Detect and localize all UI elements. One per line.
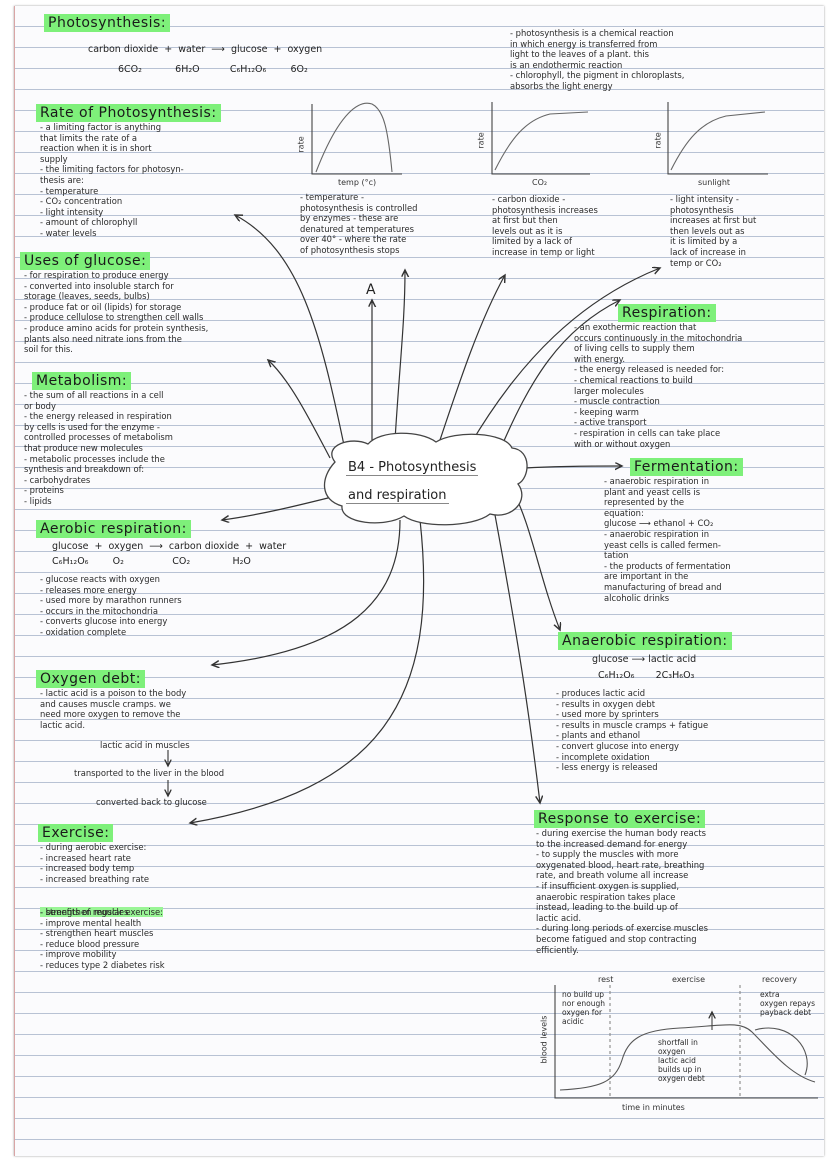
aerobic-equation-symbols: C₆H₁₂O₆ O₂ CO₂ H₂O: [52, 556, 251, 567]
center-topic: B4 - Photosynthesis and respiration: [340, 448, 520, 520]
arrow-to-rate: [235, 215, 346, 451]
photosynthesis-equation-words: carbon dioxide + water ⟶ glucose + oxyge…: [88, 44, 323, 55]
metabolism-notes: - the sum of all reactions in a cell or …: [24, 390, 173, 506]
anaerobic-title: Anaerobic respiration:: [558, 632, 732, 650]
light-graph-xlabel: sunlight: [698, 178, 731, 187]
oxygen-debt-flow-step-3: converted back to glucose: [96, 797, 207, 807]
metabolism-section: Metabolism:: [32, 370, 132, 390]
respiration-notes: - an exothermic reaction that occurs con…: [574, 322, 743, 449]
exercise-title: Exercise:: [38, 824, 114, 842]
rate-title: Rate of Photosynthesis:: [36, 104, 221, 122]
response-graph-phase-exercise: exercise: [672, 975, 706, 984]
rate-notes: - a limiting factor is anything that lim…: [40, 122, 184, 238]
respiration-title: Respiration:: [618, 304, 716, 322]
arrow-to-light-graph: [469, 268, 660, 446]
oxygen-debt-notes: - lactic acid is a poison to the body an…: [40, 688, 187, 730]
photosynthesis-title: Photosynthesis:: [44, 14, 171, 32]
fermentation-title: Fermentation:: [630, 458, 743, 476]
fermentation-section: Fermentation:: [630, 456, 743, 476]
response-graph-exercise-note: shortfall in oxygen lactic acid builds u…: [658, 1038, 705, 1083]
response-graph: [554, 985, 818, 1099]
temp-graph-caption: - temperature - photosynthesis is contro…: [300, 192, 418, 255]
arrow-to-response: [494, 514, 540, 803]
anaerobic-notes: - produces lactic acid - results in oxyg…: [556, 688, 709, 773]
response-section: Response to exercise:: [534, 808, 706, 828]
response-graph-rest-note: no build up nor enough oxygen for acidic: [562, 990, 606, 1026]
uses-section: Uses of glucose:: [20, 250, 151, 270]
exercise-benefits-heading: - benefits of regular exercise:: [40, 906, 163, 917]
response-graph-phase-recovery: recovery: [762, 975, 798, 984]
oxygen-debt-flow-step-1: lactic acid in muscles: [100, 740, 190, 750]
anaerobic-equation-words: glucose ⟶ lactic acid: [592, 654, 697, 665]
arrow-to-co2-graph: [439, 275, 505, 441]
arrow-to-exercise: [190, 519, 425, 823]
light-graph-caption: - light intensity - photosynthesis incre…: [670, 194, 757, 268]
exercise-section: Exercise:: [38, 822, 114, 842]
rate-section: Rate of Photosynthesis:: [36, 102, 221, 122]
margin-line: [14, 6, 15, 1156]
co2-graph-xlabel: CO₂: [532, 178, 548, 187]
aerobic-title: Aerobic respiration:: [36, 520, 191, 538]
response-graph-phase-rest: rest: [598, 975, 614, 984]
co2-graph-caption: - carbon dioxide - photosynthesis increa…: [492, 194, 598, 257]
metabolism-title: Metabolism:: [32, 372, 132, 390]
arrow-to-aerobic: [222, 494, 341, 520]
exercise-benefits-title: - benefits of regular exercise:: [40, 896, 280, 918]
aerobic-section: Aerobic respiration:: [36, 518, 191, 538]
arrow-to-metabolism: [268, 360, 331, 459]
anaerobic-section: Anaerobic respiration:: [558, 630, 732, 650]
light-graph-ylabel: rate: [653, 132, 663, 149]
temp-graph-xlabel: temp (°c): [338, 178, 377, 187]
response-title: Response to exercise:: [534, 810, 706, 828]
light-graph: [667, 102, 768, 175]
co2-graph: [491, 102, 590, 175]
response-notes: - during exercise the human body reacts …: [536, 828, 709, 955]
anaerobic-equation-symbols: C₆H₁₂O₆ 2C₃H₆O₃: [598, 670, 695, 681]
photosynthesis-notes: - photosynthesis is a chemical reaction …: [510, 28, 685, 91]
fermentation-notes: - anaerobic respiration in plant and yea…: [604, 476, 731, 603]
arrow-to-fermentation: [524, 466, 622, 468]
lined-paper: [14, 6, 824, 1156]
co2-graph-ylabel: rate: [476, 132, 486, 149]
temperature-graph: [311, 102, 402, 175]
aerobic-equation-words: glucose + oxygen ⟶ carbon dioxide + wate…: [52, 541, 287, 552]
arrow-to-oxygen-debt: [212, 519, 401, 665]
respiration-section: Respiration:: [618, 302, 716, 322]
temp-graph-ylabel: rate: [296, 136, 306, 153]
arrow-to-temp-graph: [394, 270, 405, 441]
photosynthesis-section: Photosynthesis:: [44, 12, 171, 32]
uses-title: Uses of glucose:: [20, 252, 151, 270]
oxygen-debt-title: Oxygen debt:: [36, 670, 146, 688]
photosynthesis-equation-symbols: 6CO₂ 6H₂O C₆H₁₂O₆ 6O₂: [118, 64, 308, 75]
response-graph-xlabel: time in minutes: [622, 1103, 685, 1112]
exercise-benefits: - strengthen muscles - improve mental he…: [40, 907, 165, 970]
uses-notes: - for respiration to produce energy - co…: [24, 270, 209, 355]
response-graph-recovery-note: extra oxygen repays payback debt: [760, 990, 815, 1017]
arrow-to-respiration: [499, 300, 620, 451]
aerobic-notes: - glucose reacts with oxygen - releases …: [40, 574, 182, 637]
exercise-notes: - during aerobic exercise: - increased h…: [40, 842, 150, 884]
center-title-line2: and respiration: [346, 488, 449, 504]
response-graph-ylabel: blood levels: [539, 1015, 549, 1064]
oxygen-debt-flow-step-2: transported to the liver in the blood: [74, 768, 225, 778]
oxygen-debt-section: Oxygen debt:: [36, 668, 146, 688]
center-title-line1: B4 - Photosynthesis: [346, 460, 479, 476]
arrow-label-a: A: [366, 282, 376, 298]
